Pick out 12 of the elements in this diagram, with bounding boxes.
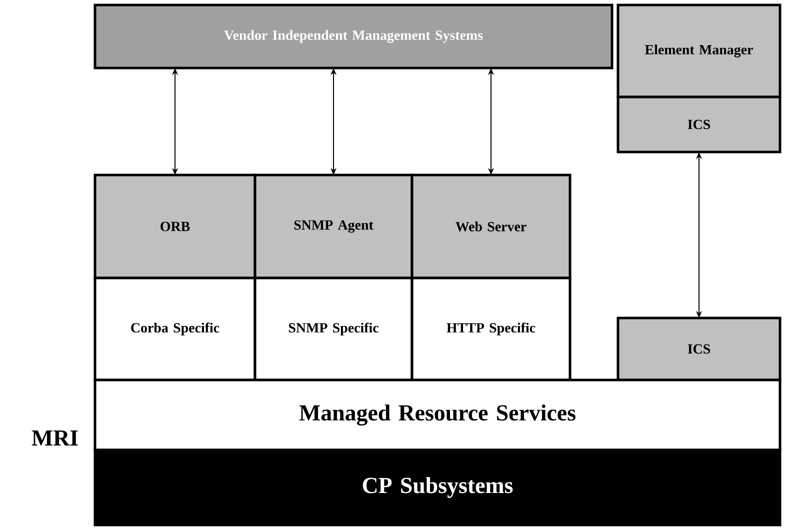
adapter-box: Corba Specific (94, 276, 256, 382)
manager-box: Element Manager (616, 4, 782, 98)
component-box: ORB (94, 174, 256, 280)
system-box: Vendor Independent Management Systems (94, 4, 614, 70)
interface-box: ICS (616, 96, 782, 154)
adapter-box: HTTP Specific (410, 276, 572, 382)
layer-band: CP Subsystems (94, 448, 782, 526)
component-box: SNMP Agent (254, 174, 414, 280)
interface-box: ICS (616, 316, 782, 382)
side-label: MRI (32, 430, 78, 446)
component-box: Web Server (410, 174, 572, 280)
adapter-box: SNMP Specific (254, 276, 414, 382)
